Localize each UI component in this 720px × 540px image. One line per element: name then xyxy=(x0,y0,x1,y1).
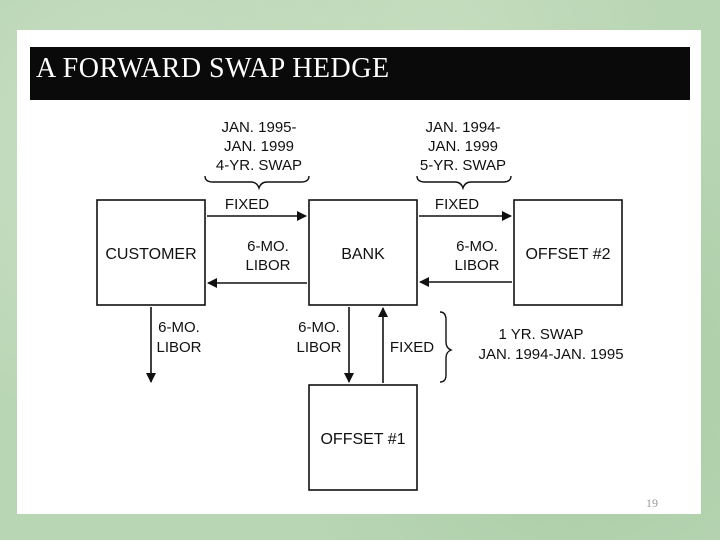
customer-box xyxy=(96,199,206,306)
offset1-box xyxy=(308,384,418,491)
swap-diagram: CUSTOMER BANK OFFSET #2 OFFSET #1 JAN. 1… xyxy=(96,119,624,491)
offset1-swap-line1: 1 YR. SWAP xyxy=(498,326,583,343)
offset1-swap-line2: JAN. 1994-JAN. 1995 xyxy=(478,346,623,363)
offset2-swap-line2: JAN. 1999 xyxy=(428,138,498,155)
page-title: A FORWARD SWAP HEDGE xyxy=(36,53,390,84)
flow-bank-offset2-fixed: FIXED xyxy=(435,196,479,213)
customer-label: CUSTOMER xyxy=(105,246,196,263)
flow-offset1-bank-fixed: FIXED xyxy=(390,339,434,356)
customer-swap-brace xyxy=(204,175,310,191)
offset1-swap-brace xyxy=(439,311,453,383)
customer-swap-line2: JAN. 1999 xyxy=(224,138,294,155)
flow-offset2-bank-line1: 6-MO. xyxy=(456,238,498,255)
flow-customer-out-line1: 6-MO. xyxy=(158,319,200,336)
flow-bank-offset1-line2: LIBOR xyxy=(296,339,341,356)
bank-label: BANK xyxy=(341,246,385,263)
flow-customer-fixed: FIXED xyxy=(225,196,269,213)
flow-bank-customer-line1: 6-MO. xyxy=(247,238,289,255)
offset2-swap-brace xyxy=(416,175,512,191)
flow-customer-out-line2: LIBOR xyxy=(156,339,201,356)
bank-box xyxy=(308,199,418,306)
title-bar: A FORWARD SWAP HEDGE xyxy=(30,47,690,100)
page-number: 19 xyxy=(646,496,658,510)
flow-bank-customer-line2: LIBOR xyxy=(245,257,290,274)
offset2-box xyxy=(513,199,623,306)
flow-bank-offset1-line1: 6-MO. xyxy=(298,319,340,336)
slide: A FORWARD SWAP HEDGE CUSTOMER BANK OFFSE… xyxy=(17,30,701,514)
customer-swap-line1: JAN. 1995- xyxy=(221,119,296,136)
offset2-swap-line3: 5-YR. SWAP xyxy=(420,157,506,174)
offset2-swap-line1: JAN. 1994- xyxy=(425,119,500,136)
customer-swap-line3: 4-YR. SWAP xyxy=(216,157,302,174)
offset2-label: OFFSET #2 xyxy=(525,246,610,263)
flow-offset2-bank-line2: LIBOR xyxy=(454,257,499,274)
offset1-label: OFFSET #1 xyxy=(320,431,405,448)
